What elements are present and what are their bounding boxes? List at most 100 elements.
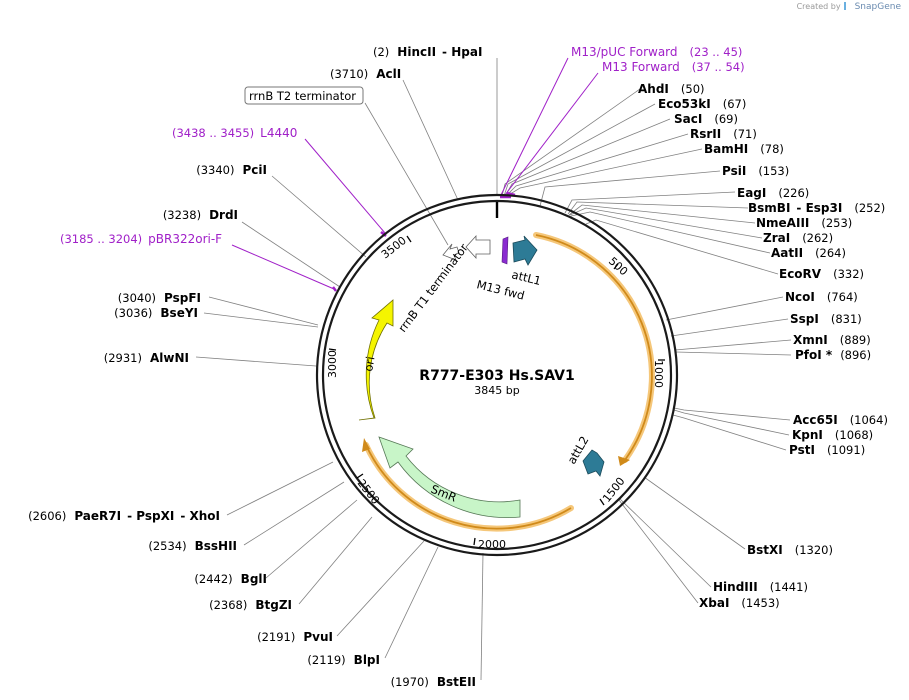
enzyme-bgli-name: BglI (241, 572, 267, 586)
orf-arrow-bottom-icon (362, 438, 370, 452)
enzyme-pfoi: PfoI *(896) (795, 348, 871, 362)
tick-1500: 1500 (600, 475, 627, 505)
enzyme-eagi: EagI(226) (737, 186, 809, 200)
tick-3000: 3000 (326, 350, 339, 378)
enzyme-eco53ki-pos: (67) (723, 97, 747, 111)
ori-feature (358, 299, 394, 421)
enzyme-ahdi-name: AhdI (638, 82, 669, 96)
enzyme-kpni-name: KpnI (792, 428, 823, 442)
rrnb-t2-box (244, 86, 364, 105)
orf-arc-right (533, 232, 655, 466)
primer-m13-puc-forward-name: M13/pUC Forward (571, 45, 678, 59)
enzyme-acc65i-name: Acc65I (793, 413, 838, 427)
enzyme-xbai: XbaI(1453) (699, 596, 780, 610)
enzyme-sspi: SspI (831) (790, 312, 862, 326)
enzyme-aatii: AatII(264) (771, 246, 846, 260)
enzyme-kpni: KpnI(1068) (792, 428, 873, 442)
enzyme-paer7i-name: PaeR7I (74, 509, 121, 523)
enzyme-bsteii: (1970)BstEII (391, 675, 476, 689)
attl1-feature (512, 235, 538, 266)
rrnb-t2-feature (442, 243, 460, 261)
enzyme-btgzi-pos: (2368) (209, 598, 247, 612)
enzyme-saci-pos: (69) (714, 112, 738, 126)
enzyme-drdi-pos: (3238) (163, 208, 201, 222)
primer-m13-forward-name: M13 Forward (602, 60, 680, 74)
primer-pbr322ori-f-name: pBR322ori-F (148, 232, 222, 246)
enzyme-pcii-pos: (3340) (196, 163, 234, 177)
primer-lines (231, 57, 599, 290)
enzyme-sspi-name: SspI (790, 312, 819, 326)
primer-l4440: (3438 .. 3455)L4440 (172, 126, 297, 140)
enzyme-pspfi-pos: (3040) (118, 291, 156, 305)
enzyme-xmni-name: XmnI (793, 333, 828, 347)
enzyme-xbai-name: XbaI (699, 596, 729, 610)
enzyme-psii-pos: (153) (758, 164, 789, 178)
enzyme-zrai-pos: (262) (802, 231, 833, 245)
enzyme-blpi-pos: (2119) (307, 653, 345, 667)
enzyme-ncoi-pos: (764) (827, 290, 858, 304)
attl1-label: attL1 (510, 267, 542, 288)
enzyme-pspfi-name: PspFI (164, 291, 201, 305)
primer-m13-puc-forward: M13/pUC Forward(23 .. 45) (571, 45, 742, 59)
enzyme-ncoi-name: NcoI (785, 290, 815, 304)
enzyme-saci-name: SacI (674, 112, 702, 126)
enzyme-saci: SacI (69) (674, 112, 738, 126)
enzyme-zrai: ZraI (262) (763, 231, 833, 245)
enzyme-ahdi-pos: (50) (681, 82, 705, 96)
enzyme-bsshii-name: BssHII (195, 539, 237, 553)
primer-l4440-range: (3438 .. 3455) (172, 126, 254, 140)
enzyme-zrai-name: ZraI (763, 231, 790, 245)
enzyme-bsmbi-name: BsmBI (748, 201, 790, 215)
tick-3500: 3500 (379, 234, 409, 261)
primer-pbr322ori-f: (3185 .. 3204)pBR322ori-F (60, 232, 222, 246)
enzyme-psti-pos: (1091) (827, 443, 865, 457)
enzyme-pspxi-sep: - (180, 509, 189, 523)
enzyme-bstxi: BstXI(1320) (747, 543, 833, 557)
right-enzyme-labels: AhdI(50) Eco53kI(67) SacI(69) RsrII(71) … (638, 82, 888, 610)
rrnb-t1-label: rrnB T1 terminator (395, 241, 471, 335)
enzyme-ncoi: NcoI (764) (785, 290, 858, 304)
enzyme-bseyi-pos: (3036) (114, 306, 152, 320)
ori-label: ori (361, 355, 377, 372)
tick-marks (328, 235, 665, 546)
enzyme-alwni-pos: (2931) (104, 351, 142, 365)
enzyme-xmni-pos: (889) (840, 333, 871, 347)
enzyme-alwni: (2931)AlwNI (104, 351, 189, 365)
enzyme-bamhi-pos: (78) (760, 142, 784, 156)
enzyme-bseyi: (3036) BseYI (114, 306, 198, 320)
enzyme-xhoi-name: XhoI (189, 509, 220, 523)
enzyme-bstxi-pos: (1320) (795, 543, 833, 557)
enzyme-pvui-pos: (2191) (257, 630, 295, 644)
enzyme-psti: PstI(1091) (789, 443, 865, 457)
plasmid-name: R777-E303 Hs.SAV1 (419, 368, 574, 384)
enzyme-bsmbi-sep: - (796, 201, 805, 215)
primer-m13-forward-range: (37 .. 54) (692, 60, 745, 74)
enzyme-hindiii: HindIII (1441) (713, 580, 808, 594)
enzyme-hindiii-pos: (1441) (770, 580, 808, 594)
enzyme-acc65i-pos: (1064) (850, 413, 888, 427)
enzyme-eagi-name: EagI (737, 186, 766, 200)
enzyme-sspi-pos: (831) (831, 312, 862, 326)
enzyme-bsmbi-pos: (252) (854, 201, 885, 215)
enzyme-paer7i-sep: - (127, 509, 136, 523)
enzyme-eco53ki: Eco53kI (67) (658, 97, 746, 111)
enzyme-eco53ki-name: Eco53kI (658, 97, 711, 111)
enzyme-bseyi-name: BseYI (160, 306, 198, 320)
enzyme-hincii-hpai: (2)HincII- HpaI (373, 45, 482, 59)
enzyme-acli-pos: (3710) (330, 67, 368, 81)
enzyme-bgli-pos: (2442) (194, 572, 232, 586)
enzyme-nmeaiii-pos: (253) (821, 216, 852, 230)
rrnb-t1-feature (465, 234, 491, 260)
enzyme-bsshii-pos: (2534) (148, 539, 186, 553)
enzyme-hincii-sep: - (442, 45, 451, 59)
enzyme-nmeaiii: NmeAIII(253) (756, 216, 852, 230)
snapgene-logo-icon (843, 2, 853, 10)
enzyme-rsrii-pos: (71) (733, 127, 757, 141)
enzyme-hpai-name: HpaI (451, 45, 482, 59)
enzyme-ecorv-pos: (332) (833, 267, 864, 281)
enzyme-bsteii-pos: (1970) (391, 675, 429, 689)
enzyme-hindiii-name: HindIII (713, 580, 758, 594)
enzyme-pfoi-pos: (896) (840, 348, 871, 362)
enzyme-acli: (3710)AclI (330, 67, 401, 81)
